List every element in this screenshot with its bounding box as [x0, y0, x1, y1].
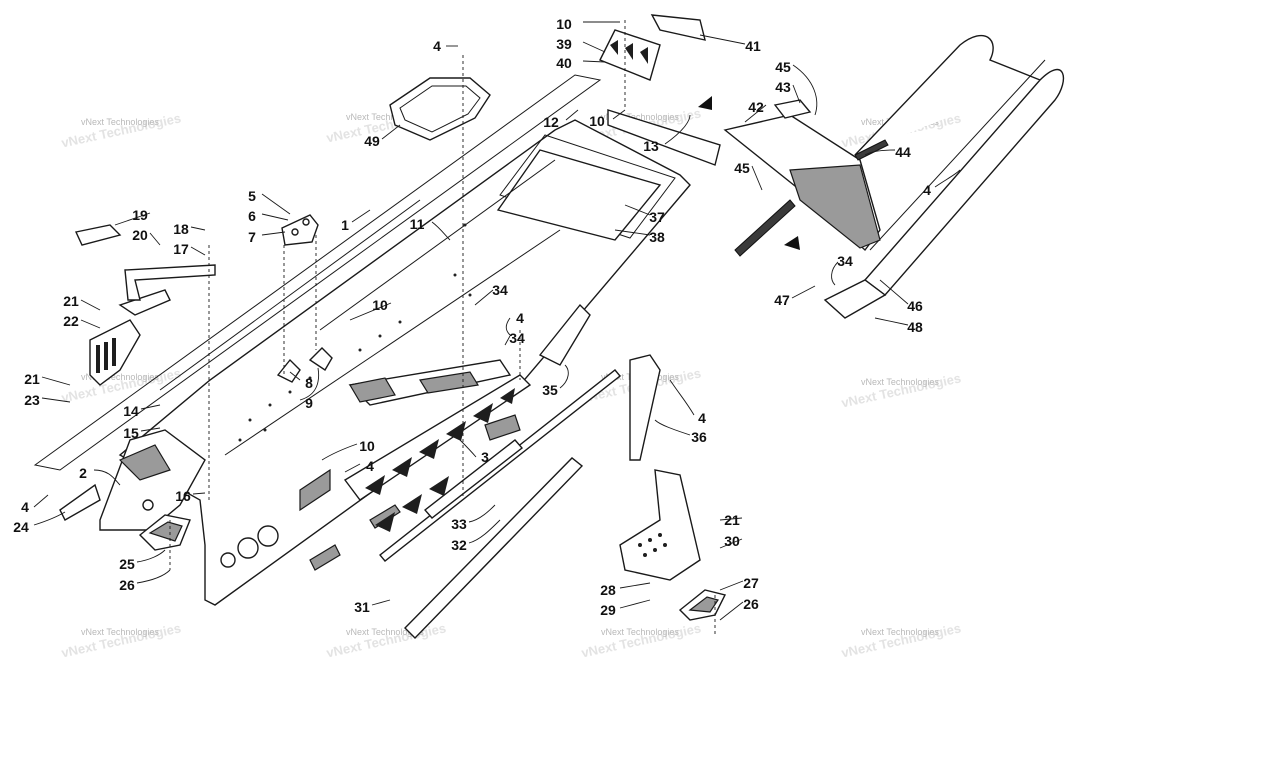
- callout-36: 36: [691, 429, 707, 445]
- seat-pad: [389, 77, 491, 141]
- watermark-text: vNext Technologies: [861, 627, 939, 637]
- callout-25: 25: [119, 556, 135, 572]
- caps: [276, 347, 333, 383]
- front-bracket: [59, 429, 206, 531]
- callout-4: 4: [433, 38, 441, 54]
- watermark-text: vNext Technologies: [81, 372, 159, 382]
- callout-45: 45: [775, 59, 791, 75]
- callout-16: 16: [175, 488, 191, 504]
- callout-10: 10: [372, 297, 388, 313]
- callout-35: 35: [542, 382, 558, 398]
- callout-34: 34: [492, 282, 508, 298]
- callout-24: 24: [13, 519, 29, 535]
- callout-15: 15: [123, 425, 139, 441]
- callout-22: 22: [63, 313, 79, 329]
- callout-2: 2: [79, 465, 87, 481]
- callout-8: 8: [305, 375, 313, 391]
- callout-20: 20: [132, 227, 148, 243]
- callout-26: 26: [119, 577, 135, 593]
- callout-37: 37: [649, 209, 665, 225]
- callout-19: 19: [132, 207, 148, 223]
- callout-labels: 1234444445678910101010111213141516171819…: [13, 16, 931, 618]
- callout-45: 45: [734, 160, 750, 176]
- arrow-marker: [698, 96, 712, 110]
- callout-26: 26: [743, 596, 759, 612]
- assembly-lines: [169, 20, 716, 635]
- watermark-text: vNext Technologies: [346, 112, 424, 122]
- callout-32: 32: [451, 537, 467, 553]
- callout-4: 4: [516, 310, 524, 326]
- callout-4: 4: [21, 499, 29, 515]
- callout-1: 1: [341, 217, 349, 233]
- leader-lines: [33, 21, 961, 621]
- watermark-text: vNext Technologies: [81, 117, 159, 127]
- callout-47: 47: [774, 292, 790, 308]
- callout-10: 10: [359, 438, 375, 454]
- callout-31: 31: [354, 599, 370, 615]
- watermark-text: vNext Technologies: [81, 627, 159, 637]
- callout-33: 33: [451, 516, 467, 532]
- watermark-text: vNext Technologies: [601, 627, 679, 637]
- callout-39: 39: [556, 36, 572, 52]
- callout-40: 40: [556, 55, 572, 71]
- callout-4: 4: [698, 410, 706, 426]
- callout-21: 21: [24, 371, 40, 387]
- rear-bumper: [823, 34, 1065, 319]
- callout-43: 43: [775, 79, 791, 95]
- callout-5: 5: [248, 188, 256, 204]
- callout-41: 41: [745, 38, 761, 54]
- callout-12: 12: [543, 114, 559, 130]
- watermark-text: vNext Technologies: [601, 112, 679, 122]
- rear-brace-left: [74, 224, 216, 386]
- callout-10: 10: [589, 113, 605, 129]
- callout-30: 30: [724, 533, 740, 549]
- callout-4: 4: [923, 182, 931, 198]
- callout-21: 21: [724, 512, 740, 528]
- cross-tubes: [379, 369, 621, 639]
- callout-6: 6: [248, 208, 256, 224]
- callout-3: 3: [481, 449, 489, 465]
- callout-46: 46: [907, 298, 923, 314]
- callout-17: 17: [173, 241, 189, 257]
- top-rack: [599, 14, 721, 166]
- callout-34: 34: [509, 330, 525, 346]
- callout-11: 11: [410, 216, 425, 232]
- callout-4: 4: [366, 458, 374, 474]
- right-footrest: [619, 469, 727, 621]
- running-board: [343, 359, 532, 532]
- callout-29: 29: [600, 602, 616, 618]
- callout-13: 13: [643, 138, 659, 154]
- callout-48: 48: [907, 319, 923, 335]
- callout-28: 28: [600, 582, 616, 598]
- callout-23: 23: [24, 392, 40, 408]
- side-brackets: [484, 303, 661, 461]
- watermark-text: vNext Technologies: [861, 377, 939, 387]
- callout-9: 9: [305, 395, 313, 411]
- callout-38: 38: [649, 229, 665, 245]
- arrow-marker: [784, 236, 800, 250]
- left-footrest: [138, 514, 191, 551]
- callout-21: 21: [63, 293, 79, 309]
- callout-42: 42: [748, 99, 764, 115]
- callout-10: 10: [556, 16, 572, 32]
- callout-7: 7: [248, 229, 256, 245]
- callout-44: 44: [895, 144, 911, 160]
- rear-flap: [723, 99, 889, 257]
- callout-27: 27: [743, 575, 759, 591]
- tunnel-frame: [33, 74, 691, 606]
- watermark-text: vNext Technologies: [346, 627, 424, 637]
- callout-49: 49: [364, 133, 380, 149]
- callout-34: 34: [837, 253, 853, 269]
- mount-plate-top: [281, 214, 319, 246]
- callout-18: 18: [173, 221, 189, 237]
- callout-14: 14: [123, 403, 139, 419]
